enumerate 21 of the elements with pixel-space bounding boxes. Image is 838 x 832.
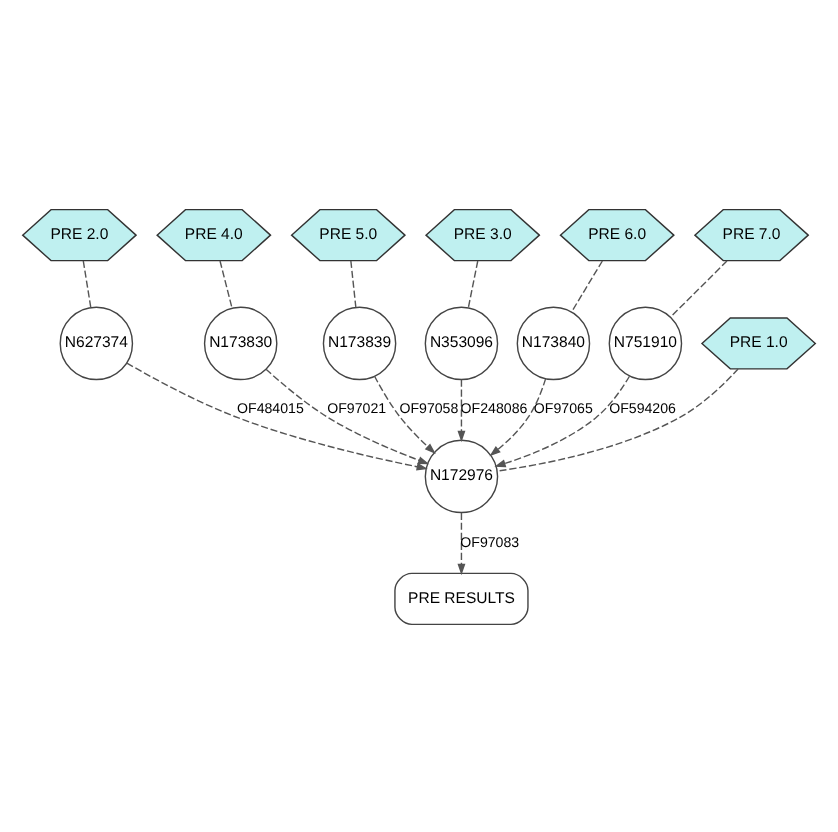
connector — [467, 259, 479, 308]
arrow — [494, 374, 631, 467]
arrow — [457, 511, 466, 575]
arrow — [489, 377, 547, 456]
node-circle: N173839 — [322, 305, 397, 380]
arrow — [373, 374, 436, 454]
connector — [669, 259, 728, 317]
node-circle: N173830 — [203, 305, 278, 380]
arrow — [126, 361, 428, 470]
connector — [350, 259, 357, 307]
node-circle: N751910 — [608, 305, 683, 380]
arrow — [457, 378, 466, 442]
connector — [570, 259, 604, 312]
node-circle: N353096 — [424, 305, 499, 380]
node-circle: N627374 — [59, 305, 134, 380]
connector — [82, 259, 92, 308]
arrow — [265, 367, 430, 464]
node-circle: N173840 — [516, 305, 591, 380]
connector — [496, 367, 739, 471]
node-box: PRE RESULTS — [394, 571, 529, 625]
connector — [219, 259, 233, 308]
